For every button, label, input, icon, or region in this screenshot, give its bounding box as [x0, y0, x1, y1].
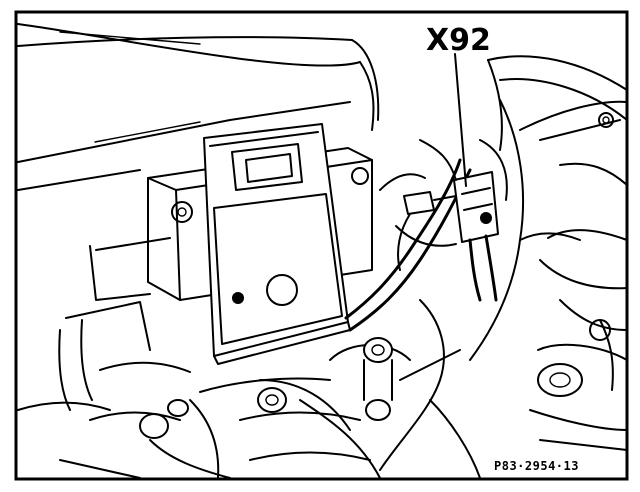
connector-x92-area [379, 53, 581, 361]
multimeter [203, 123, 351, 365]
hood-outline [17, 23, 380, 191]
battery-housing [58, 147, 373, 411]
front-lower-left [17, 361, 231, 479]
multimeter-jack [232, 292, 244, 304]
figure-frame [14, 10, 629, 481]
figure-reference: P83·2954·13 [494, 459, 579, 473]
engine-block-right [529, 229, 628, 451]
x92-leader-line [454, 53, 467, 187]
fender-right [487, 55, 628, 186]
multimeter-dial [266, 274, 298, 306]
engine-center-lower [199, 337, 481, 479]
connector-label-x92: X92 [426, 23, 491, 58]
